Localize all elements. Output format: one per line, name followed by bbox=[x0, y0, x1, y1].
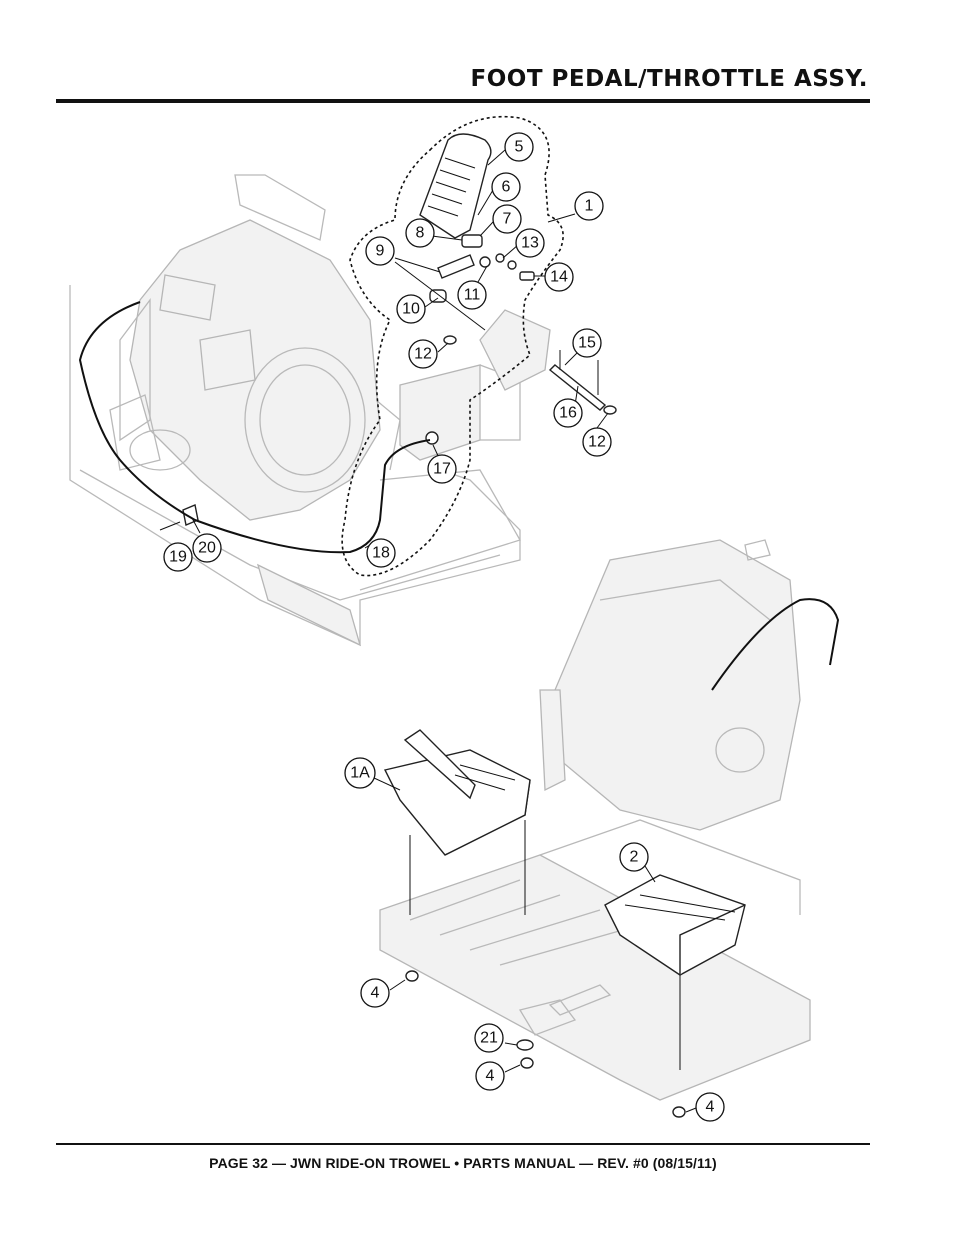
page-footer: PAGE 32 — JWN RIDE-ON TROWEL • PARTS MAN… bbox=[209, 1155, 717, 1171]
callout-8: 8 bbox=[405, 218, 435, 248]
svg-text:19: 19 bbox=[169, 549, 187, 566]
callout-17: 17 bbox=[427, 454, 457, 484]
callout-5: 5 bbox=[504, 132, 534, 162]
svg-text:20: 20 bbox=[198, 540, 216, 557]
upper-pedal-box bbox=[399, 309, 551, 461]
callout-11: 11 bbox=[457, 280, 487, 310]
callout-15: 15 bbox=[572, 328, 602, 358]
svg-text:4: 4 bbox=[486, 1068, 495, 1085]
callout-4-left: 4 bbox=[360, 978, 390, 1008]
pedal-box-2 bbox=[604, 874, 746, 1070]
callout-14: 14 bbox=[544, 262, 574, 292]
svg-text:14: 14 bbox=[550, 269, 568, 286]
svg-text:13: 13 bbox=[521, 235, 539, 252]
svg-text:11: 11 bbox=[464, 287, 481, 304]
svg-text:17: 17 bbox=[433, 461, 451, 478]
svg-text:12: 12 bbox=[588, 434, 606, 451]
lower-deck bbox=[379, 819, 811, 1101]
svg-text:4: 4 bbox=[706, 1099, 715, 1116]
header-rule bbox=[56, 99, 870, 103]
callout-7: 7 bbox=[492, 204, 522, 234]
callout-16: 16 bbox=[553, 398, 583, 428]
throttle-cable-18 bbox=[78, 301, 431, 554]
footer-rule bbox=[56, 1143, 870, 1145]
svg-text:1: 1 bbox=[585, 198, 594, 215]
svg-text:6: 6 bbox=[502, 179, 511, 196]
callout-4-middle: 4 bbox=[475, 1061, 505, 1091]
page-title: FOOT PEDAL/THROTTLE ASSY. bbox=[470, 66, 868, 92]
pedal-5 bbox=[419, 133, 492, 239]
svg-text:21: 21 bbox=[480, 1030, 498, 1047]
svg-text:12: 12 bbox=[414, 346, 432, 363]
lower-engine bbox=[539, 539, 801, 831]
callout-2: 2 bbox=[619, 842, 649, 872]
lower-throttle-cable bbox=[711, 598, 840, 691]
svg-text:7: 7 bbox=[503, 211, 512, 228]
pedal-box-1a bbox=[383, 729, 531, 915]
svg-text:4: 4 bbox=[371, 985, 380, 1002]
callout-12-lower: 12 bbox=[582, 427, 612, 457]
callout-4-right: 4 bbox=[695, 1092, 725, 1122]
callout-20: 20 bbox=[192, 533, 222, 563]
svg-text:2: 2 bbox=[630, 849, 639, 866]
svg-text:9: 9 bbox=[376, 243, 385, 260]
callout-6: 6 bbox=[491, 172, 521, 202]
svg-text:18: 18 bbox=[372, 545, 390, 562]
callout-1: 1 bbox=[574, 191, 604, 221]
callout-21: 21 bbox=[474, 1023, 504, 1053]
callout-10: 10 bbox=[396, 294, 426, 324]
callout-1a: 1A bbox=[344, 757, 376, 789]
assembly-outline-1 bbox=[341, 115, 564, 577]
svg-text:10: 10 bbox=[402, 301, 420, 318]
leader-lines bbox=[191, 149, 697, 1113]
lower-hardware bbox=[405, 970, 686, 1118]
callout-18: 18 bbox=[366, 538, 396, 568]
svg-text:8: 8 bbox=[416, 225, 425, 242]
pedal-hardware bbox=[159, 234, 617, 531]
svg-text:15: 15 bbox=[578, 335, 596, 352]
svg-text:1A: 1A bbox=[350, 765, 370, 782]
svg-text:16: 16 bbox=[559, 405, 577, 422]
callout-9: 9 bbox=[365, 236, 395, 266]
callout-12-upper: 12 bbox=[408, 339, 438, 369]
svg-text:5: 5 bbox=[515, 139, 524, 156]
upper-engine bbox=[109, 174, 381, 521]
callout-19: 19 bbox=[163, 542, 193, 572]
callout-13: 13 bbox=[515, 228, 545, 258]
upper-frame bbox=[69, 285, 521, 647]
